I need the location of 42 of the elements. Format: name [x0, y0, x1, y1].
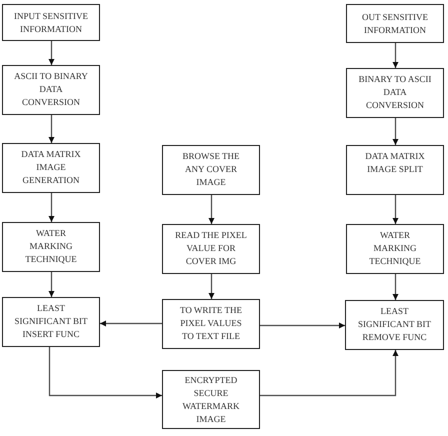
process-box [2, 4, 100, 41]
step-text: INPUT SENSITIVE INFORMATION [12, 10, 90, 36]
arrow [100, 320, 162, 326]
step-text: TO WRITE THE PIXEL VALUES TO TEXT FILE [179, 304, 243, 343]
step-text: LEAST SIGNIFICANT BIT REMOVE FUNC [356, 305, 432, 344]
arrow [48, 115, 54, 143]
step-text: READ THE PIXEL VALUE FOR COVER IMG [174, 229, 248, 268]
arrow [392, 43, 398, 68]
arrow [48, 272, 54, 297]
process-box [346, 4, 444, 43]
step-text: DATA MATRIX IMAGE GENERATION [20, 148, 82, 187]
process-box [162, 145, 260, 195]
process-box [346, 68, 444, 118]
process-box [346, 145, 444, 195]
arrow [260, 350, 398, 396]
arrow [48, 347, 162, 398]
step-text: DATA MATRIX IMAGE SPLIT [364, 150, 426, 176]
arrow [208, 274, 214, 299]
process-box [2, 297, 100, 347]
process-box [2, 143, 100, 193]
process-box [345, 300, 444, 350]
process-box [2, 222, 100, 272]
arrow [48, 41, 54, 65]
arrow [48, 193, 54, 222]
step-text: BINARY TO ASCII DATA CONVERSION [358, 73, 432, 112]
arrow [392, 274, 398, 300]
step-text: ASCII TO BINARY DATA CONVERSION [13, 70, 89, 109]
step-text: BROWSE THE ANY COVER IMAGE [181, 150, 241, 189]
process-box [162, 224, 260, 274]
step-text: OUT SENSITIVE INFORMATION [360, 11, 430, 37]
step-text: WATER MARKING TECHNIQUE [24, 227, 78, 266]
process-box [2, 65, 100, 115]
arrow [392, 118, 398, 145]
step-text: LEAST SIGNIFICANT BIT INSERT FUNC [13, 302, 89, 341]
process-box [162, 370, 260, 429]
process-box [162, 299, 260, 349]
step-text: ENCRYPTED SECURE WATERMARK IMAGE [181, 374, 240, 426]
arrow [208, 195, 214, 224]
process-box [346, 224, 444, 274]
step-text: WATER MARKING TECHNIQUE [368, 229, 422, 268]
arrow [260, 322, 345, 328]
arrow [392, 195, 398, 224]
